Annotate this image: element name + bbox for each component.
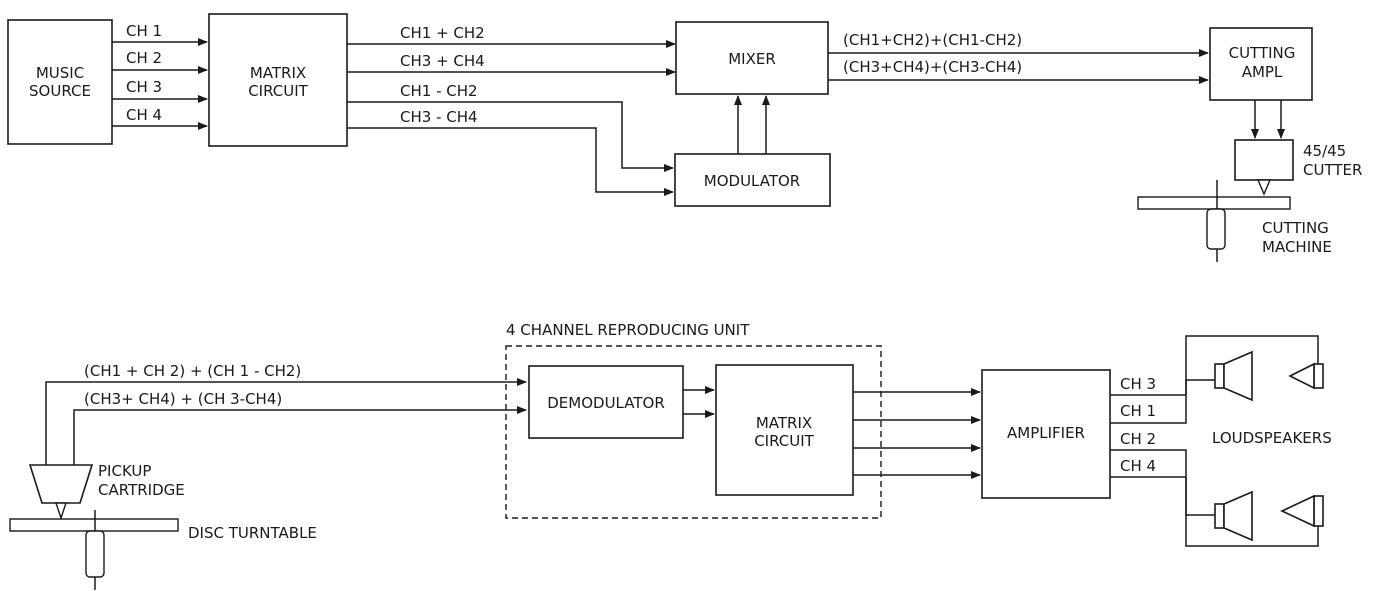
modulator-to-mixer-lines [734, 95, 770, 154]
music-source-label-2: SOURCE [29, 82, 91, 100]
ch1-label: CH 1 [126, 22, 162, 40]
music-source-label-1: MUSIC [36, 64, 84, 82]
matrix-output-lines: CH1 + CH2 CH3 + CH4 CH1 - CH2 CH3 - CH4 [347, 24, 676, 196]
sum-label-2: CH3 + CH4 [400, 52, 485, 70]
cutter-block: 45/45 CUTTER [1234, 139, 1362, 196]
modulator-label: MODULATOR [704, 172, 800, 190]
matrix-to-amplifier-lines [853, 388, 981, 479]
disc-turntable: DISC TURNTABLE [9, 510, 317, 590]
matrix-circuit-bottom-block: MATRIX CIRCUIT [715, 364, 854, 496]
matrix-label-1: MATRIX [250, 64, 306, 82]
cutting-machine: CUTTING MACHINE [1137, 180, 1332, 262]
cutting-machine-label-2: MACHINE [1262, 238, 1332, 256]
disc-signal-label-1: (CH1 + CH 2) + (CH 1 - CH2) [84, 362, 301, 380]
loudspeaker-rear-left-icon [1214, 490, 1253, 542]
turntable-label: DISC TURNTABLE [188, 524, 317, 542]
speaker-ch4-label: CH 4 [1120, 457, 1156, 475]
mixer-out-label-2: (CH3+CH4)+(CH3-CH4) [843, 58, 1022, 76]
amp-to-cutter-lines [1251, 100, 1285, 139]
demodulator-label: DEMODULATOR [547, 394, 665, 412]
amplifier-label: AMPLIFIER [1007, 424, 1085, 442]
speaker-ch2-label: CH 2 [1120, 430, 1156, 448]
loudspeakers-label: LOUDSPEAKERS [1212, 429, 1332, 447]
amplifier-block: AMPLIFIER [981, 369, 1111, 499]
disc-signal-label-2: (CH3+ CH4) + (CH 3-CH4) [84, 390, 282, 408]
pickup-label-2: CARTRIDGE [98, 481, 185, 499]
demod-to-matrix-lines [683, 386, 715, 418]
cutter-label-1: 45/45 [1303, 142, 1346, 160]
matrix-circuit-block: MATRIX CIRCUIT [208, 13, 348, 147]
mixer-output-lines: (CH1+CH2)+(CH1-CH2) (CH3+CH4)+(CH3-CH4) [828, 31, 1209, 84]
mixer-out-label-1: (CH1+CH2)+(CH1-CH2) [843, 31, 1022, 49]
cutting-machine-label-1: CUTTING [1262, 219, 1329, 237]
music-source-block: MUSIC SOURCE [7, 19, 113, 145]
cutter-label-2: CUTTER [1303, 161, 1362, 179]
speaker-ch3-label: CH 3 [1120, 375, 1156, 393]
sum-label-1: CH1 + CH2 [400, 24, 485, 42]
cutting-amp-label-2: AMPL [1242, 63, 1283, 81]
modulator-block: MODULATOR [674, 153, 831, 207]
source-channel-lines: CH 1 CH 2 CH 3 CH 4 [112, 22, 208, 130]
loudspeaker-rear-right-icon [1280, 494, 1324, 528]
loudspeaker-front-left-icon [1214, 350, 1253, 402]
ch3-label: CH 3 [126, 78, 162, 96]
cutting-amp-label-1: CUTTING [1229, 44, 1296, 62]
reproduction-chain: PICKUP CARTRIDGE DISC TURNTABLE (CH1 + C… [9, 321, 1332, 590]
pickup-cartridge: PICKUP CARTRIDGE [28, 378, 527, 521]
ch4-label: CH 4 [126, 106, 162, 124]
speaker-ch1-label: CH 1 [1120, 402, 1156, 420]
demodulator-block: DEMODULATOR [528, 365, 684, 439]
diff-label-2: CH3 - CH4 [400, 108, 478, 126]
loudspeaker-front-right-icon [1288, 362, 1324, 390]
speaker-wiring: CH 3 CH 1 CH 2 CH 4 [1110, 335, 1319, 547]
matrix-bottom-label-1: MATRIX [756, 414, 812, 432]
mixer-label: MIXER [728, 50, 776, 68]
diff-label-1: CH1 - CH2 [400, 82, 478, 100]
matrix-label-2: CIRCUIT [248, 82, 308, 100]
pickup-label-1: PICKUP [98, 462, 151, 480]
reproducing-unit-title: 4 CHANNEL REPRODUCING UNIT [506, 321, 750, 339]
cutting-amp-block: CUTTING AMPL [1209, 27, 1313, 101]
ch2-label: CH 2 [126, 49, 162, 67]
recording-chain: MUSIC SOURCE CH 1 CH 2 CH 3 CH 4 MATRIX … [7, 13, 1362, 262]
matrix-bottom-label-2: CIRCUIT [754, 432, 814, 450]
mixer-block: MIXER [675, 21, 829, 95]
reproducing-unit: 4 CHANNEL REPRODUCING UNIT [505, 321, 882, 519]
